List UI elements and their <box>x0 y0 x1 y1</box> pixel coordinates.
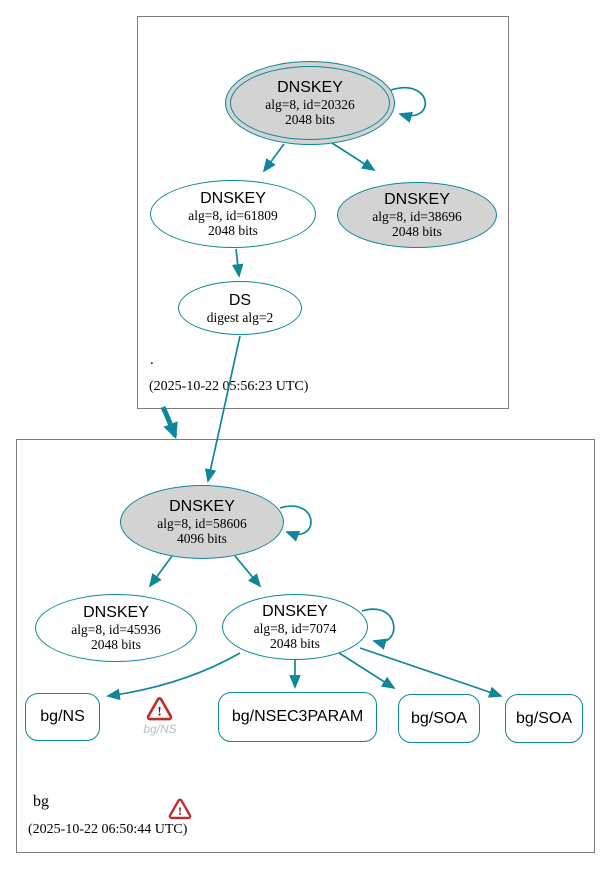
node-detail: alg=8, id=20326 <box>265 97 355 112</box>
rrset-node-bg-nsec3param[interactable]: bg/NSEC3PARAM <box>218 692 377 742</box>
rrset-label: bg/SOA <box>410 709 468 727</box>
bg-zone-timestamp: (2025-10-22 06:50:44 UTC) <box>28 822 188 837</box>
node-title: DNSKEY <box>384 191 450 208</box>
dnskey-node-45936[interactable]: DNSKEY alg=8, id=45936 2048 bits <box>35 594 197 662</box>
dnskey-node-20326-ksk[interactable]: DNSKEY alg=8, id=20326 2048 bits <box>225 61 395 145</box>
rrset-label: bg/NSEC3PARAM <box>231 708 364 725</box>
node-detail: alg=8, id=61809 <box>188 208 278 223</box>
node-detail: 4096 bits <box>177 531 227 546</box>
warning-caption: bg/NS <box>143 722 177 736</box>
node-detail: 2048 bits <box>208 223 258 238</box>
warning-icon[interactable]: ! <box>168 798 192 820</box>
node-title: DNSKEY <box>277 79 343 96</box>
node-detail: alg=8, id=7074 <box>253 621 337 636</box>
node-title: DNSKEY <box>200 190 266 207</box>
node-detail: 2048 bits <box>285 112 335 127</box>
dnskey-node-58606-ksk[interactable]: DNSKEY alg=8, id=58606 4096 bits <box>120 485 284 559</box>
rrset-node-bg-soa-1[interactable]: bg/SOA <box>398 694 480 743</box>
bg-zone-box <box>16 439 595 853</box>
bg-zone-label: bg <box>33 793 49 810</box>
root-zone-box <box>137 16 509 409</box>
root-zone-label: . <box>150 352 154 368</box>
node-title: DS <box>228 291 252 309</box>
node-title: DNSKEY <box>262 603 328 620</box>
warning-icon[interactable]: ! <box>146 697 173 721</box>
node-detail: 2048 bits <box>392 224 442 239</box>
dnskey-node-38696[interactable]: DNSKEY alg=8, id=38696 2048 bits <box>337 182 497 248</box>
node-detail: alg=8, id=38696 <box>372 209 462 224</box>
node-detail: 2048 bits <box>270 636 320 651</box>
edge-zone-delegation <box>160 405 178 440</box>
node-detail: 2048 bits <box>91 637 141 652</box>
rrset-node-bg-soa-2[interactable]: bg/SOA <box>505 694 583 743</box>
svg-text:!: ! <box>157 704 161 719</box>
ds-node[interactable]: DS digest alg=2 <box>178 281 302 335</box>
node-detail: alg=8, id=45936 <box>71 622 161 637</box>
node-title: DNSKEY <box>169 498 235 515</box>
rrset-node-bg-ns[interactable]: bg/NS <box>25 693 100 741</box>
dnskey-node-7074[interactable]: DNSKEY alg=8, id=7074 2048 bits <box>222 594 368 660</box>
node-title: DNSKEY <box>83 604 149 621</box>
rrset-label: bg/NS <box>40 708 85 725</box>
svg-text:!: ! <box>178 806 182 818</box>
node-detail: alg=8, id=58606 <box>157 516 247 531</box>
root-zone-timestamp: (2025-10-22 05:56:23 UTC) <box>149 379 309 394</box>
node-detail: digest alg=2 <box>206 309 274 325</box>
rrset-label: bg/SOA <box>515 709 573 727</box>
dnskey-node-61809[interactable]: DNSKEY alg=8, id=61809 2048 bits <box>150 180 316 248</box>
